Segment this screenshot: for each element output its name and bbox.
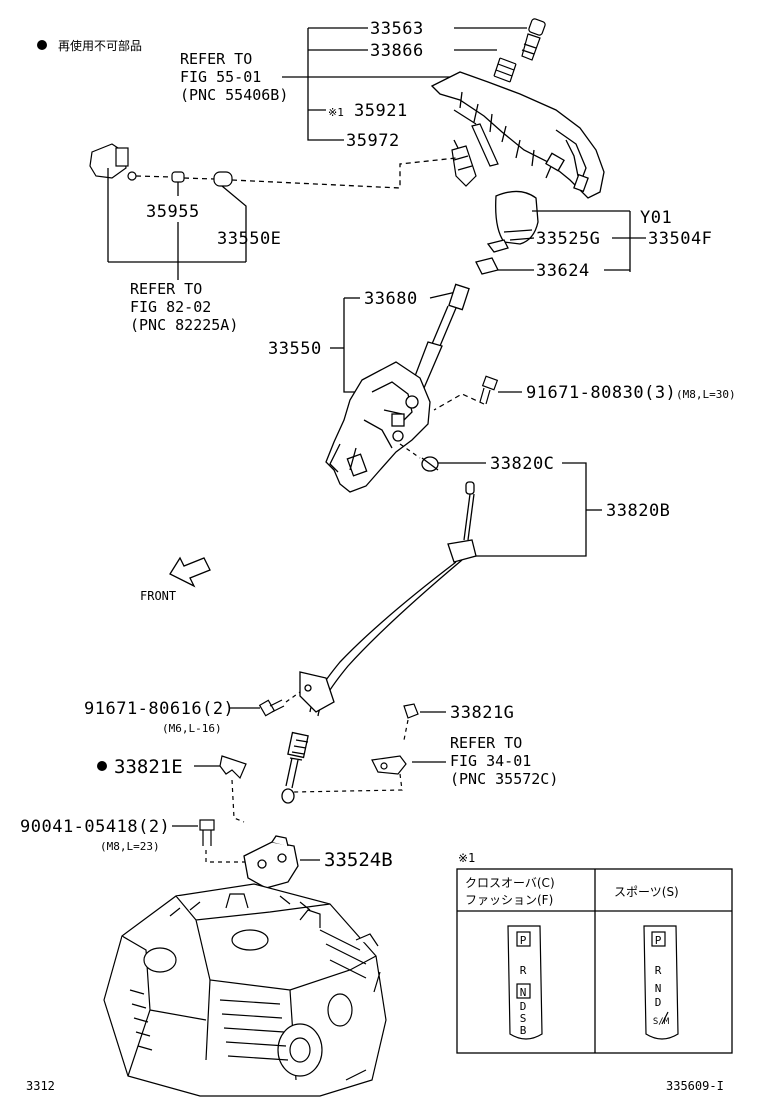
part-91671-80830: 91671-80830(3) — [526, 383, 676, 403]
part-33821E: 33821E — [114, 756, 183, 778]
gate1-B: B — [520, 1024, 527, 1037]
spring-33866-drawing — [493, 57, 517, 83]
ref-34-line1: REFER TO — [450, 734, 522, 752]
gate1-N: N — [520, 986, 527, 999]
part-90041-05418: 90041-05418(2) — [20, 817, 170, 837]
socket-35972-drawing — [451, 145, 477, 187]
spec-91671-80616: (M6,L-16) — [162, 722, 222, 735]
part-33524B: 33524B — [324, 849, 393, 871]
footer-drawing-code: 335609-I — [666, 1079, 724, 1093]
connector-drawing — [89, 143, 233, 187]
gate1-D: D — [520, 1000, 527, 1013]
part-33821G: 33821G — [450, 703, 514, 723]
bolt-91671-80616-drawing — [258, 699, 285, 717]
indicator-housing-drawing — [430, 71, 605, 199]
gate1-P: P — [520, 934, 527, 947]
shift-knob-drawing — [475, 190, 539, 275]
non-reusable-bullet-icon — [37, 40, 47, 50]
shift-lever-drawing — [325, 283, 470, 493]
ref-55-line3: (PNC 55406B) — [180, 86, 288, 104]
gate1-R: R — [520, 964, 527, 977]
cable-bracket-drawing — [371, 755, 407, 775]
part-33550: 33550 — [268, 339, 322, 359]
gate-plate-1 — [507, 925, 543, 1040]
gate-plate-2 — [643, 925, 679, 1040]
clip-33821E-drawing — [219, 755, 247, 780]
table-col1-line1: クロスオーバ(C) — [465, 876, 555, 890]
bracket-33524B-drawing — [243, 835, 299, 889]
ref-34-line3: (PNC 35572C) — [450, 770, 558, 788]
ref-55-line2: FIG 55-01 — [180, 68, 261, 86]
table-col1-line2: ファッション(F) — [465, 893, 553, 907]
spec-91671-80830: (M8,L=30) — [676, 388, 736, 401]
bolt-33563-drawing — [521, 18, 546, 61]
table-note-mark: ※1 — [458, 851, 475, 865]
gate1-S: S — [520, 1012, 527, 1025]
shift-cable-drawing — [281, 481, 477, 804]
part-35972: 35972 — [346, 131, 400, 151]
indicator-plate-35921-drawing — [471, 123, 499, 167]
bushing-33820C-drawing — [421, 456, 439, 472]
note-mark-35921: ※1 — [328, 106, 344, 119]
part-33550E: 33550E — [217, 229, 281, 249]
ref-82-line3: (PNC 82225A) — [130, 316, 238, 334]
part-33563: 33563 — [370, 19, 424, 39]
front-arrow-icon — [169, 556, 211, 588]
non-reusable-bullet-icon — [97, 761, 107, 771]
gate2-P: P — [655, 934, 662, 947]
bolt-91671-80830-drawing — [479, 375, 499, 405]
shift-gate-table — [456, 868, 733, 1054]
gate2-R: R — [655, 964, 662, 977]
part-33504F: 33504F — [648, 229, 712, 249]
ref-82-line2: FIG 82-02 — [130, 298, 211, 316]
part-33680: 33680 — [364, 289, 418, 309]
spec-90041-05418: (M8,L=23) — [100, 840, 160, 853]
table-col2-header: スポーツ(S) — [614, 885, 679, 899]
gate2-N: N — [655, 982, 662, 995]
part-33820C: 33820C — [490, 454, 554, 474]
bolt-90041-05418-drawing — [199, 819, 215, 846]
part-33525G: 33525G — [536, 229, 600, 249]
legend-note: 再使用不可部品 — [58, 38, 142, 53]
part-33624: 33624 — [536, 261, 590, 281]
part-91671-80616: 91671-80616(2) — [84, 699, 234, 719]
transmission-drawing — [103, 883, 387, 1097]
part-33820B: 33820B — [606, 501, 670, 521]
footer-figure-number: 3312 — [26, 1079, 55, 1093]
part-35955: 35955 — [146, 202, 200, 222]
ref-55-line1: REFER TO — [180, 50, 252, 68]
code-Y01: Y01 — [640, 208, 672, 228]
front-label: FRONT — [140, 589, 176, 603]
gate2-D: D — [655, 996, 662, 1009]
part-35921: 35921 — [354, 101, 408, 121]
part-33866: 33866 — [370, 41, 424, 61]
ref-34-line2: FIG 34-01 — [450, 752, 531, 770]
gate2-SM: S/M — [653, 1017, 670, 1027]
ref-82-line1: REFER TO — [130, 280, 202, 298]
nut-33821G-drawing — [403, 703, 419, 719]
